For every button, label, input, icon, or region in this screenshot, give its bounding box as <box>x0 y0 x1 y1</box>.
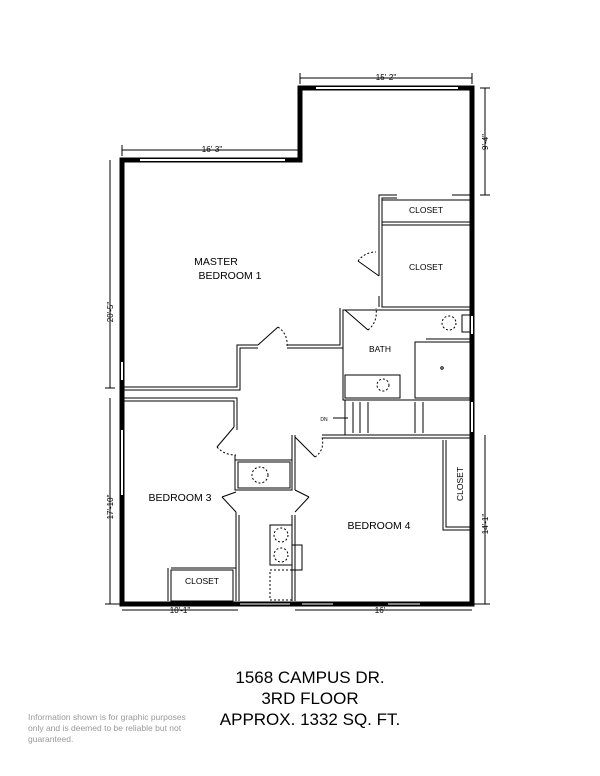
dim-bottom-left: 10'-1" <box>170 606 191 615</box>
stairs-down-label: DN <box>320 417 328 423</box>
address-title: 1568 CAMPUS DR. <box>235 668 385 687</box>
closet-mid-label: CLOSET <box>409 262 443 272</box>
disclaimer-text: Information shown is for graphic purpose… <box>28 712 186 744</box>
bedroom3-closet-label: CLOSET <box>185 576 219 586</box>
floor-title: 3RD FLOOR <box>261 689 359 708</box>
dimension-lines <box>105 73 490 611</box>
bedroom3-label: BEDROOM 3 <box>148 492 211 504</box>
master-bedroom-label-1: MASTER <box>194 256 238 268</box>
staircase <box>333 399 471 436</box>
dim-bottom-right: 16' <box>375 606 386 615</box>
dim-right-lower: 14'-1" <box>481 514 490 535</box>
closet-top-label: CLOSET <box>409 205 443 215</box>
exterior-walls <box>119 85 475 607</box>
dim-right-upper: 9'-4" <box>481 134 490 150</box>
dim-top-right: 15'-2" <box>376 73 397 82</box>
master-bedroom-label-2: BEDROOM 1 <box>198 270 261 282</box>
bedroom4-closet-label: CLOSET <box>455 467 465 501</box>
bedroom4-label: BEDROOM 4 <box>347 520 410 532</box>
dim-top-left: 16'-3" <box>202 145 223 154</box>
dim-left-upper: 20'-5" <box>106 302 115 323</box>
bath-label: BATH <box>369 344 391 354</box>
dim-left-lower: 17'-10" <box>106 494 115 519</box>
interior-walls <box>124 194 471 602</box>
area-title: APPROX. 1332 SQ. FT. <box>219 710 401 729</box>
doors <box>216 251 444 513</box>
